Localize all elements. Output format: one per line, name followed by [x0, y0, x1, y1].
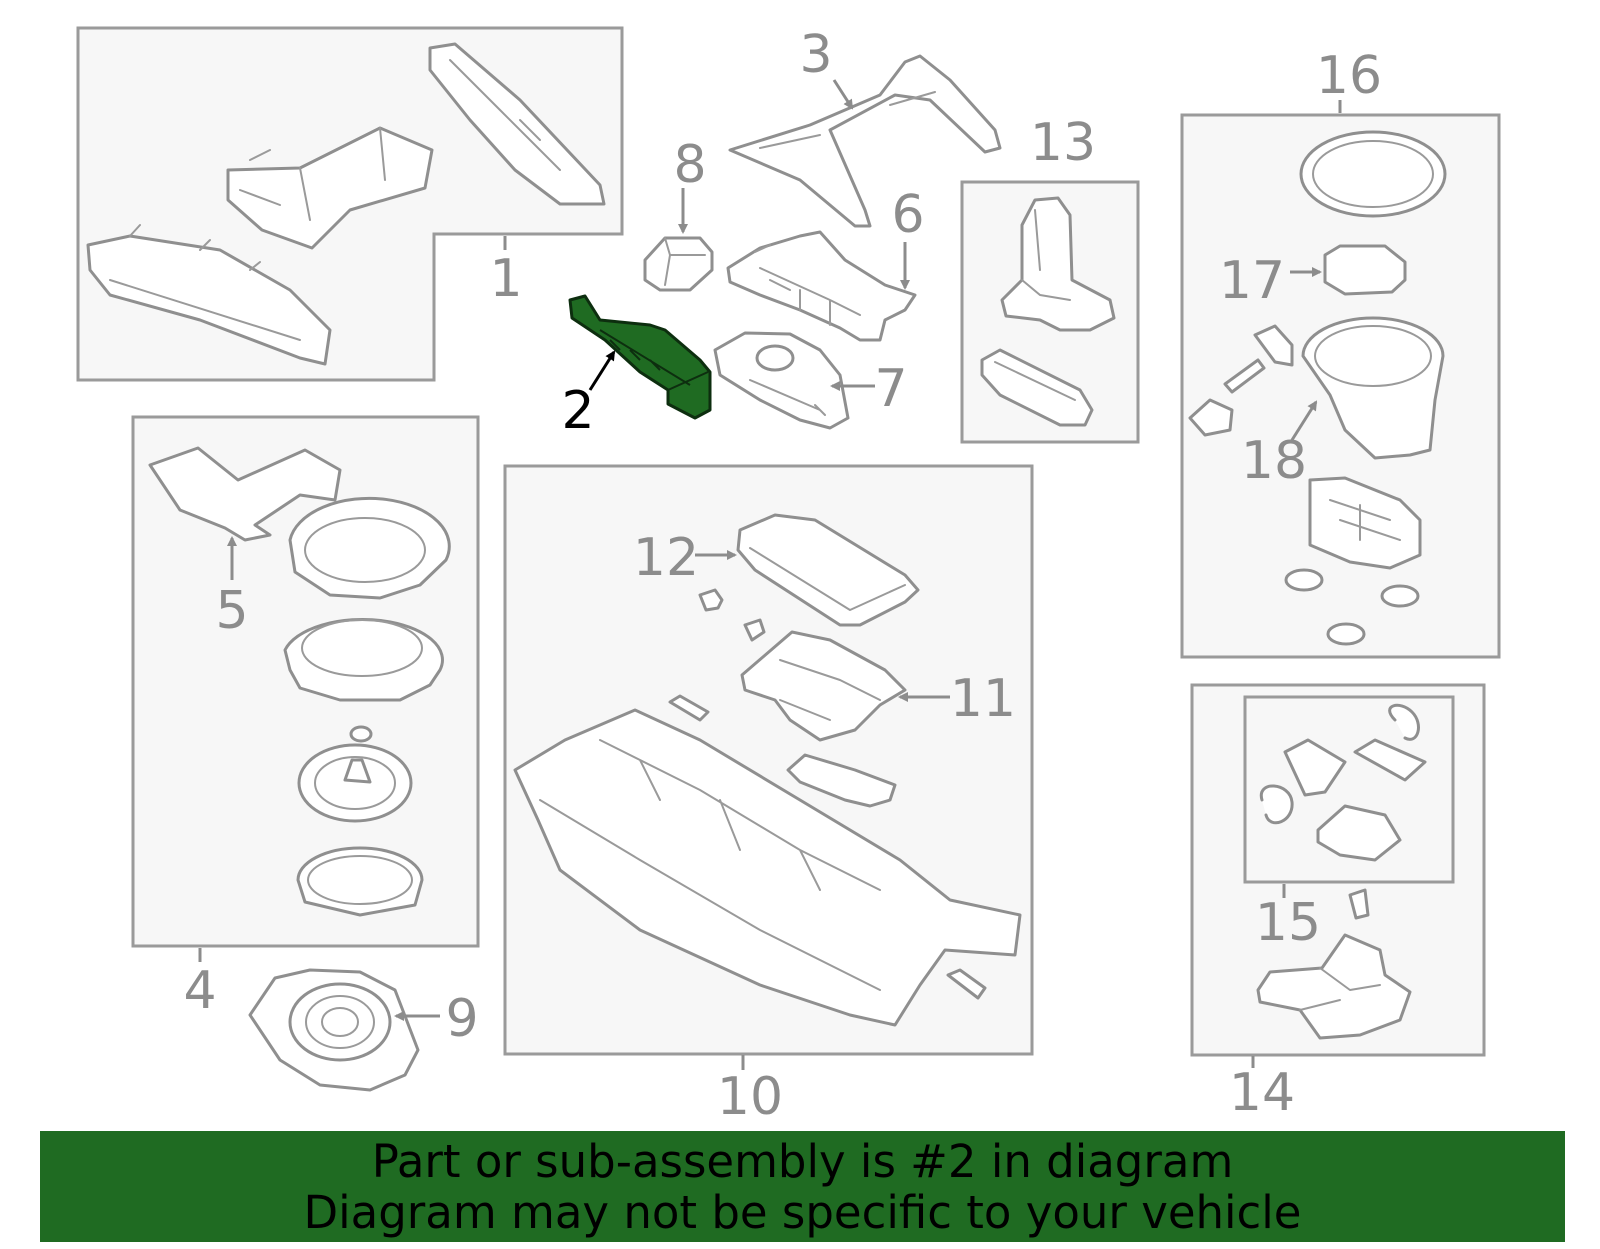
leader-lines — [198, 79, 1342, 1070]
callout-2: 2 — [561, 381, 594, 441]
callout-5: 5 — [215, 581, 248, 641]
callout-10: 10 — [717, 1067, 783, 1127]
callout-1: 1 — [489, 249, 522, 309]
callout-11: 11 — [950, 669, 1016, 729]
part-6 — [726, 230, 917, 342]
callout-14: 14 — [1229, 1063, 1295, 1123]
banner-line-1: Part or sub-assembly is #2 in diagram — [371, 1134, 1234, 1188]
highlighted-part-2 — [568, 294, 712, 420]
group-box-1 — [76, 26, 624, 382]
callout-4: 4 — [183, 961, 216, 1021]
info-banner: Part or sub-assembly is #2 in diagram Di… — [40, 1131, 1565, 1242]
banner-line-2: Diagram may not be specific to your vehi… — [303, 1185, 1302, 1239]
part-7 — [713, 331, 850, 430]
callout-13: 13 — [1030, 113, 1096, 173]
part-9 — [248, 968, 420, 1092]
callout-15: 15 — [1255, 893, 1321, 953]
callout-7: 7 — [874, 359, 907, 419]
callout-17: 17 — [1219, 251, 1285, 311]
group-box-13 — [960, 180, 1140, 444]
group-box-16 — [1180, 113, 1501, 659]
callout-8: 8 — [673, 135, 706, 195]
callout-12: 12 — [633, 528, 699, 588]
group-box-14 — [1190, 683, 1486, 1057]
group-box-10 — [503, 464, 1034, 1056]
callout-numbers: 1 2 3 4 5 6 7 8 9 10 11 12 13 14 15 16 1… — [183, 25, 1382, 1127]
callout-16: 16 — [1316, 46, 1382, 106]
callout-18: 18 — [1241, 431, 1307, 491]
callout-9: 9 — [445, 989, 478, 1049]
part-8 — [643, 236, 714, 292]
callout-3: 3 — [799, 25, 832, 85]
part-3 — [728, 54, 1002, 228]
group-box-4 — [131, 415, 480, 948]
callout-6: 6 — [891, 185, 924, 245]
